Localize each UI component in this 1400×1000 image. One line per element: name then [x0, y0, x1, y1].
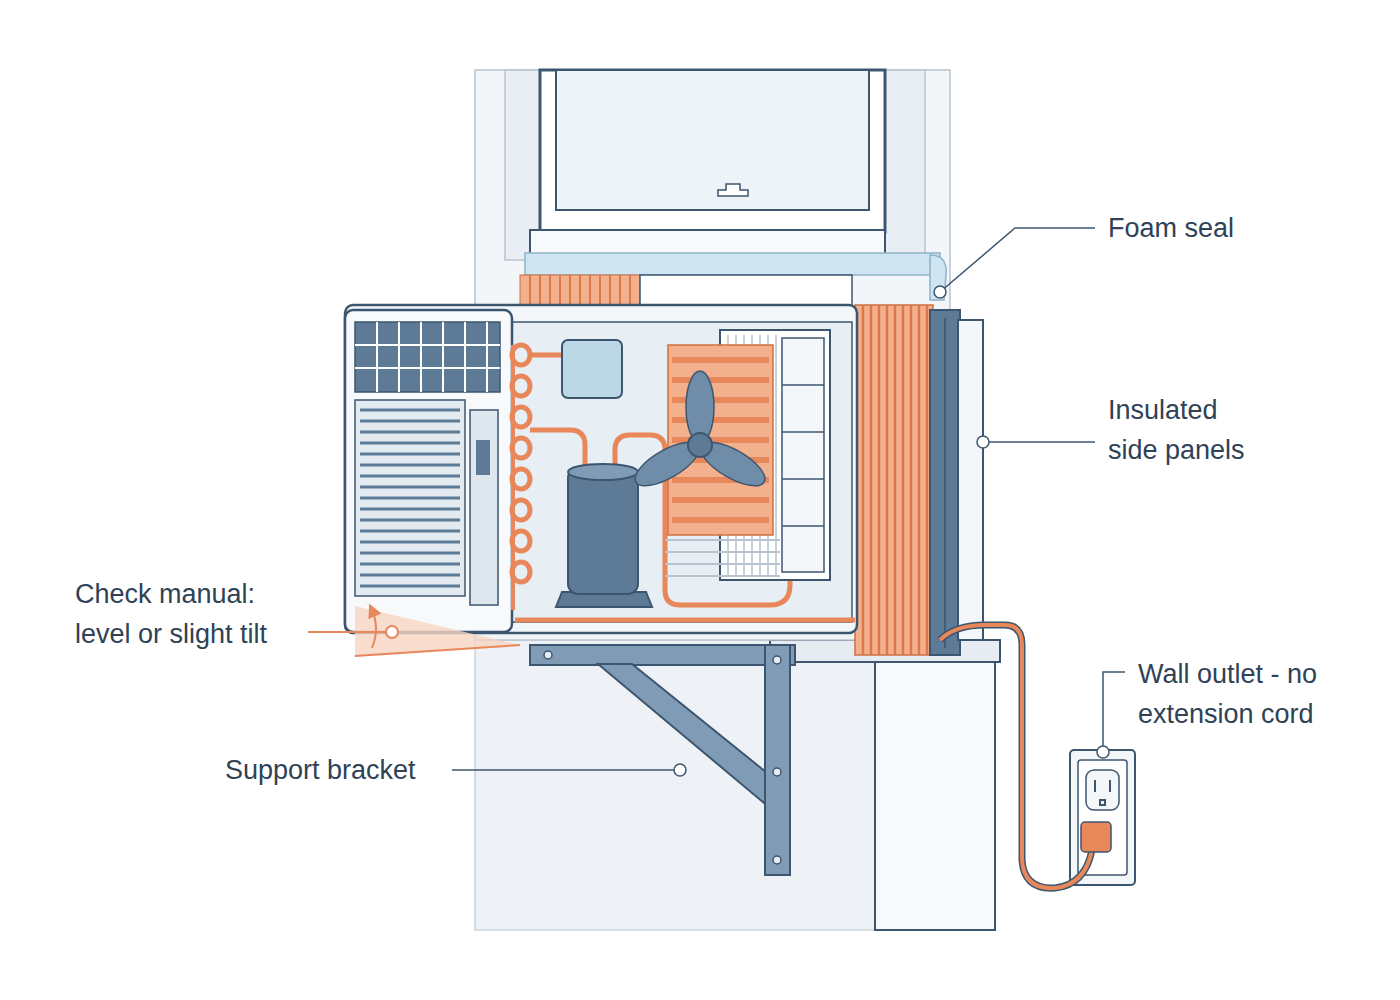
leader-line: [452, 769, 676, 771]
window-opening: [505, 70, 925, 260]
ac-housing: [345, 305, 857, 633]
vent-grid: [355, 322, 500, 392]
tilt-arrow: [372, 610, 376, 648]
outlet-plate: [1070, 750, 1135, 885]
bolt: [773, 856, 781, 864]
filter-cells: [782, 385, 824, 526]
condenser-tubes: [672, 360, 769, 520]
foam-seal: [525, 253, 940, 275]
sash-rail: [530, 230, 885, 254]
fan-hub: [688, 433, 712, 457]
louver-panel: [355, 400, 465, 596]
insulated-side-panel: [855, 305, 933, 655]
bracket-leg: [765, 645, 790, 875]
top-vent: [355, 322, 500, 392]
leader-line: [1103, 672, 1125, 752]
callout-label: Check manual: level or slight tilt: [75, 574, 290, 654]
leader-dot: [1097, 746, 1109, 758]
callout-label: Foam seal: [1108, 208, 1358, 248]
panel-channel: [930, 310, 960, 655]
sash-latch: [718, 184, 748, 196]
leader-dot: [386, 626, 398, 638]
control-strip: [470, 410, 498, 605]
window-glass: [556, 70, 869, 210]
coil-loop: [512, 438, 530, 458]
level-line: [355, 645, 520, 656]
coil-loop: [512, 469, 530, 489]
coil-loop: [512, 407, 530, 427]
panel-pleats: [863, 305, 927, 655]
filter-panel: [782, 338, 824, 572]
coil-loop: [512, 376, 530, 396]
control-box: [562, 340, 622, 398]
fan: [629, 371, 771, 494]
callout-label: Support bracket: [225, 750, 475, 790]
power-cord: [940, 625, 1092, 888]
receptacle-slots: [1095, 780, 1110, 805]
foam-seal-end: [930, 255, 946, 300]
plug: [1081, 822, 1111, 852]
bolt: [544, 651, 552, 659]
fan-grille: [665, 540, 780, 576]
outlet-face: [1078, 760, 1127, 875]
wall-face: [475, 640, 875, 930]
evaporator-coil: [512, 345, 530, 582]
bracket-arm: [530, 645, 795, 665]
bracket-brace: [598, 664, 782, 818]
control-display: [476, 440, 490, 475]
leader-line: [308, 631, 390, 633]
leader-dot: [977, 436, 989, 448]
callout-label: Insulated side panels: [1108, 390, 1263, 470]
receptacle: [1086, 770, 1119, 810]
bracket-bolts: [544, 651, 781, 864]
bolt: [773, 768, 781, 776]
condenser-coil: [668, 345, 773, 535]
leader-line: [983, 441, 1095, 443]
compressor: [568, 468, 638, 594]
compressor-top: [568, 464, 638, 480]
opening-panel: [640, 275, 852, 307]
ac-front-panel: [345, 310, 512, 632]
leader-dot: [674, 764, 686, 776]
coil-loop: [512, 562, 530, 582]
callout-label: Wall outlet - no extension cord: [1138, 654, 1338, 734]
bolt: [773, 656, 781, 664]
leader-line: [940, 228, 1095, 292]
wall-column: [875, 660, 995, 930]
channel-line: [944, 318, 946, 648]
ac-cutaway: [512, 322, 852, 622]
coil-loop: [512, 345, 530, 365]
power-cord-outline: [940, 625, 1092, 888]
window-sash: [540, 70, 885, 232]
leader-dot: [934, 286, 946, 298]
louvers: [360, 410, 460, 586]
coil-loop: [512, 531, 530, 551]
coil-loop: [512, 500, 530, 520]
side-panel-left: [520, 275, 640, 307]
side-panel-board: [958, 320, 983, 640]
panel-pleats: [530, 275, 630, 307]
